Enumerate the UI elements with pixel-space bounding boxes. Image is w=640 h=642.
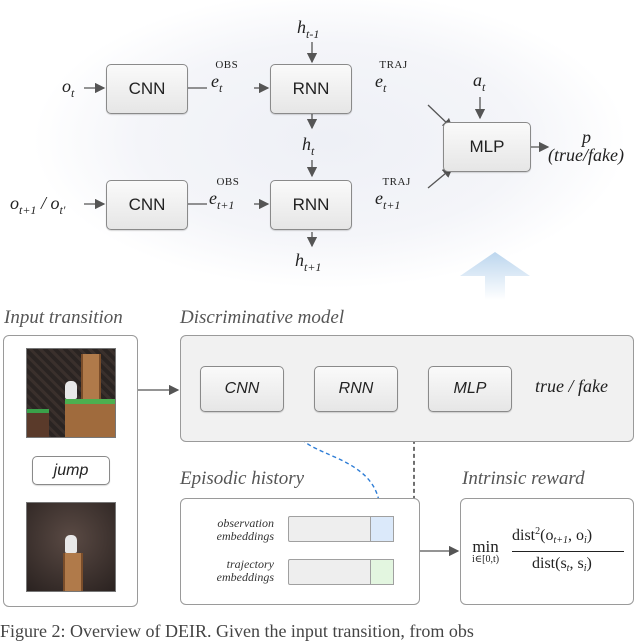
reward-min: min i∈[0,t): [472, 537, 500, 565]
disc-rnn-node: RNN: [314, 366, 398, 412]
embedding-traj-t1: et+1TRAJ: [375, 176, 411, 212]
action-a-t: at: [473, 70, 486, 94]
input-o-t1-o-tprime: ot+1 / ot': [10, 193, 66, 217]
rnn-node-2: RNN: [270, 180, 352, 230]
disc-mlp-node: MLP: [428, 366, 512, 412]
cnn-node-1: CNN: [106, 64, 188, 114]
cnn-node-2: CNN: [106, 180, 188, 230]
label-input-transition: Input transition: [4, 307, 123, 328]
up-arrow: [460, 252, 530, 300]
action-jump: jump: [32, 456, 110, 485]
observation-embedding-buffer: [288, 516, 372, 542]
label-episodic-history: Episodic history: [180, 468, 305, 489]
hidden-h-t: ht: [302, 134, 315, 158]
episodic-history-panel: [180, 498, 420, 605]
figure-caption: Figure 2: Overview of DEIR. Given the in…: [0, 621, 474, 641]
label-intrinsic-reward: Intrinsic reward: [462, 468, 585, 489]
observation-embedding-new: [370, 516, 394, 542]
hidden-h-t1: ht+1: [295, 250, 322, 274]
output-true-fake: (true/fake): [548, 145, 624, 165]
observation-frame-after: [26, 502, 116, 592]
reward-numerator: dist2(ot+1, oi): [512, 526, 593, 546]
embedding-traj-t: etTRAJ: [375, 59, 408, 95]
disc-cnn-node: CNN: [200, 366, 284, 412]
trajectory-embedding-new: [370, 559, 394, 585]
embedding-obs-t: etOBS: [211, 59, 239, 95]
rnn-node-1: RNN: [270, 64, 352, 114]
output-p: p: [582, 127, 591, 147]
mlp-node: MLP: [443, 122, 531, 172]
disc-output-true-fake: true / fake: [535, 376, 608, 396]
trajectory-embedding-buffer: [288, 559, 372, 585]
label-discriminative-model: Discriminative model: [180, 307, 345, 328]
reward-fraction-bar: [512, 551, 624, 552]
embedding-obs-t1: et+1OBS: [209, 176, 240, 212]
input-o-t: ot: [62, 76, 75, 100]
observation-frame-before: [26, 348, 116, 438]
hidden-h-t-1: ht-1: [297, 17, 320, 41]
reward-denominator: dist(st, si): [532, 555, 592, 574]
